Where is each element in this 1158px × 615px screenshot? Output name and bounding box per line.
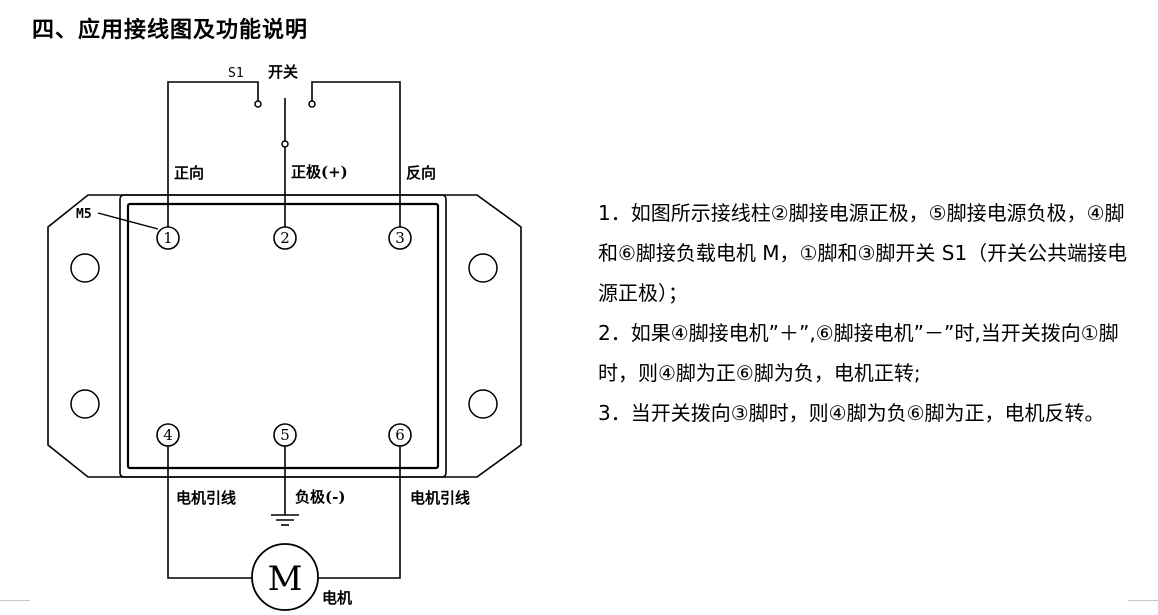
section-heading: 四、应用接线图及功能说明	[32, 18, 309, 43]
svg-text:1: 1	[163, 229, 173, 247]
pin-6: 6	[388, 423, 412, 447]
motor-lead-left-label: 电机引线	[176, 489, 236, 507]
motor-symbol: M	[268, 559, 303, 599]
wiring-diagram: S1 开关 正向 正极(+) 反向 M5 1 2 3 4 5 6	[47, 63, 522, 611]
forward-label: 正向	[174, 164, 204, 182]
mount-hole-bottom-right	[468, 389, 498, 419]
negative-label: 负极(-)	[295, 488, 345, 506]
page-corner-left	[0, 600, 30, 615]
pin-4: 4	[156, 423, 180, 447]
description-item-2: 2．如果④脚接电机”＋”,⑥脚接电机”－”时,当开关拨向①脚时，则④脚为正⑥脚为…	[598, 321, 1119, 385]
pin-1: 1	[156, 226, 180, 250]
motor-icon	[251, 543, 319, 611]
switch-contact-left	[254, 100, 262, 108]
switch-label: 开关	[268, 63, 298, 81]
switch-name-label: S1	[228, 66, 244, 81]
mount-hole-top-left	[70, 253, 100, 283]
svg-text:4: 4	[163, 426, 173, 444]
ground-icon	[271, 514, 299, 526]
positive-label: 正极(+)	[291, 163, 348, 181]
switch-pivot	[281, 140, 289, 148]
reverse-label: 反向	[406, 164, 436, 182]
module-label: M5	[76, 207, 92, 222]
switch-contact-right	[308, 100, 316, 108]
svg-text:3: 3	[395, 229, 405, 247]
switch-s1	[167, 81, 401, 227]
description-item-1: 1．如图所示接线柱②脚接电源正极，⑤脚接电源负极，④脚和⑥脚接负载电机 M，①脚…	[598, 201, 1128, 305]
motor-label: 电机	[322, 589, 352, 607]
svg-text:5: 5	[280, 426, 290, 444]
module-housing	[47, 194, 522, 478]
pin-3: 3	[388, 226, 412, 250]
description-item-3: 3．当开关拨向③脚时，则④脚为负⑥脚为正，电机反转。	[598, 401, 1105, 425]
page-corner-right	[1128, 600, 1158, 615]
pin-2: 2	[273, 226, 297, 250]
mount-hole-bottom-left	[70, 389, 100, 419]
motor-wiring	[167, 446, 401, 579]
pin-5: 5	[273, 423, 297, 447]
mount-hole-top-right	[468, 253, 498, 283]
svg-text:6: 6	[395, 426, 405, 444]
function-description: 1．如图所示接线柱②脚接电源正极，⑤脚接电源负极，④脚和⑥脚接负载电机 M，①脚…	[598, 193, 1143, 433]
motor-lead-right-label: 电机引线	[410, 489, 470, 507]
svg-text:2: 2	[280, 229, 290, 247]
module-label-leader	[97, 212, 159, 230]
